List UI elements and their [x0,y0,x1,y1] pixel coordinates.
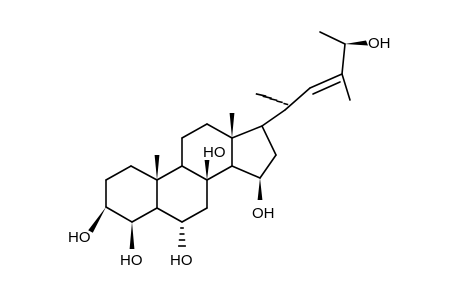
ring-c [181,123,233,181]
bond [181,165,208,181]
bond [105,206,133,223]
ring-d [231,125,277,179]
c4-oh-wedge [129,222,135,249]
hash-line [255,93,267,97]
c9-oh-wedge [204,160,210,180]
bond [181,207,208,223]
oh-c9-label: HO [203,144,226,161]
bond [341,43,346,75]
bond [130,165,158,181]
bond [206,123,233,139]
c15-oh-wedge [257,178,263,200]
bond [181,123,208,139]
bond [231,165,261,179]
bond [319,31,346,45]
ring-a [105,165,158,223]
bond [156,207,183,223]
c25-oh-wedge [345,40,368,46]
c3-oh-wedge [88,207,106,233]
oh-c15-label: OH [252,205,275,222]
oh-c6-label: HO [170,252,193,269]
bond [231,125,263,139]
c6-oh-hash [178,227,186,247]
c13-methyl-wedge [229,113,235,138]
side-chain [261,31,351,127]
bond [206,165,233,181]
oh-c4-label: HO [120,252,143,269]
bond [261,125,277,156]
c10-methyl-wedge [154,155,160,180]
ring-b [156,165,208,223]
bond [261,109,286,127]
bond [341,73,351,101]
hash-line [276,100,283,104]
oh-c25-label: OH [368,35,391,52]
bond [309,73,343,89]
oh-c3-label: HO [68,229,91,246]
bond [131,207,158,223]
c20-methyl-hash [255,93,289,106]
bond [284,87,311,111]
bond [156,165,183,181]
bond [259,154,277,179]
double-bond-inner [312,81,341,95]
hash-line [283,102,289,106]
bond [105,165,132,181]
